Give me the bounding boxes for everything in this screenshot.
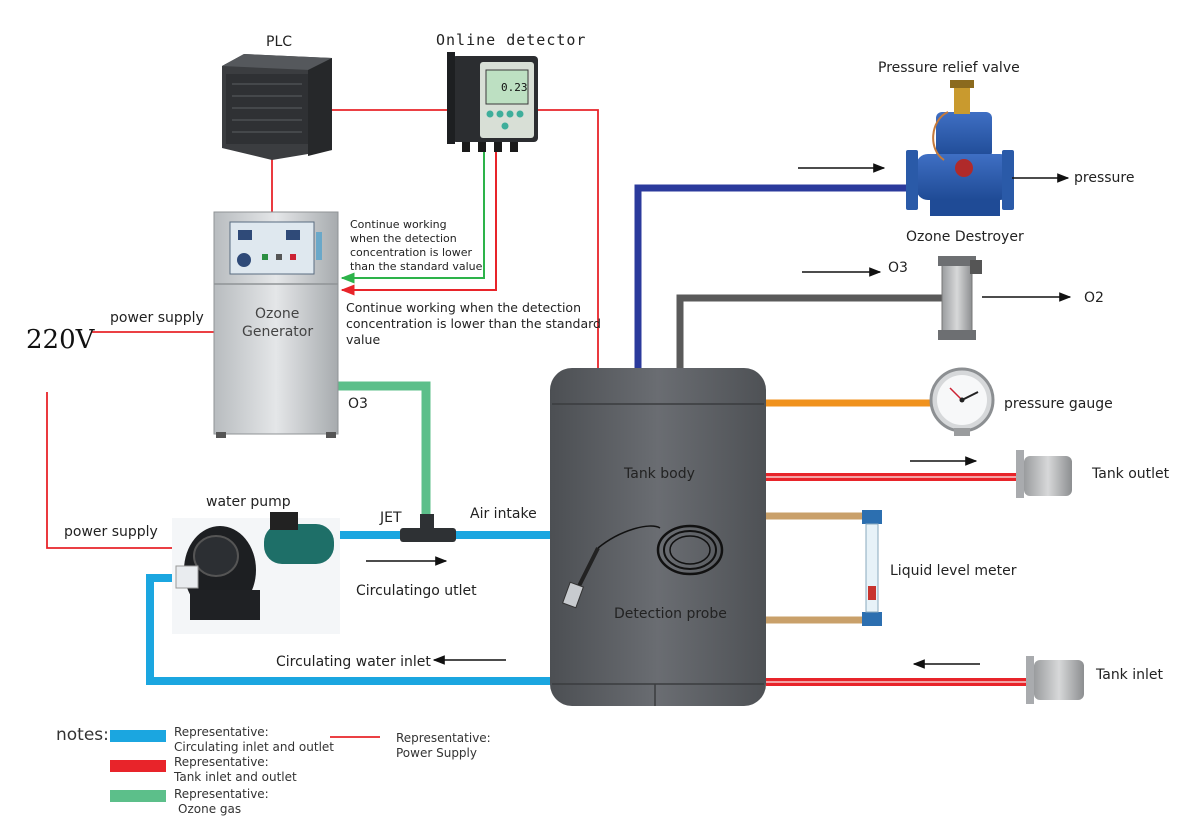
- water-pump-label: water pump: [206, 494, 291, 510]
- green-signal-line: [340, 150, 485, 284]
- red-signal-line: [340, 150, 497, 296]
- ozone-gas-label: O3: [348, 396, 368, 412]
- ozone-destroyer-pipe: [676, 294, 946, 370]
- detection-probe: [562, 524, 724, 609]
- water-pump: [172, 512, 340, 634]
- red-signal-note: Continue working when the detection conc…: [346, 300, 605, 347]
- pressure-relief-valve-label: Pressure relief valve: [878, 60, 1020, 76]
- power-supply-label-bottom: power supply: [64, 524, 158, 540]
- power-supply-label-top: power supply: [110, 310, 204, 326]
- legend-title: notes:: [56, 725, 109, 745]
- o2-out-label: O2: [1084, 290, 1104, 306]
- tank-outlet-label: Tank outlet: [1091, 466, 1170, 482]
- air-intake-label: Air intake: [470, 506, 537, 522]
- circulating-inlet-pipe: [146, 574, 552, 685]
- ozone-destroyer-label: Ozone Destroyer: [906, 229, 1024, 245]
- legend-swatch-tank: [110, 760, 166, 772]
- jet-label: JET: [379, 510, 402, 526]
- online-detector-label: Online detector: [436, 31, 586, 49]
- legend-item-power: Representative: Power Supply: [396, 731, 495, 760]
- pressure-gauge: [929, 367, 995, 436]
- legend-item-tank: Representative: Tank inlet and outlet: [173, 755, 297, 784]
- green-signal-note: Continue working when the detection conc…: [350, 218, 483, 273]
- plc-label: PLC: [266, 34, 292, 50]
- ozone-generator-label-line2: Generator: [242, 324, 313, 340]
- jet-injector: [400, 514, 456, 542]
- tank-outlet-fitting: [1016, 450, 1072, 498]
- level-meter-pipes: [766, 512, 862, 624]
- circulating-outlet-label: Circulatingo utlet: [356, 583, 477, 599]
- pressure-relief-pipe: [634, 184, 912, 370]
- ozone-destroyer: [938, 256, 982, 340]
- tank-body: [550, 368, 766, 706]
- legend-swatch-ozone: [110, 790, 166, 802]
- tank-body-label: Tank body: [623, 466, 695, 482]
- circulating-inlet-label: Circulating water inlet: [276, 654, 431, 670]
- pressure-label: pressure: [1074, 170, 1134, 186]
- plc-device: [222, 54, 332, 160]
- online-detector-device: 0.23: [447, 52, 538, 152]
- ozone-generator: [213, 211, 339, 438]
- pressure-gauge-label: pressure gauge: [1004, 396, 1113, 412]
- liquid-level-meter: [862, 510, 882, 626]
- ozone-generator-label-line1: Ozone: [255, 306, 299, 322]
- tank-inlet-fitting: [1026, 656, 1084, 704]
- legend: notes: Representative: Circulating inlet…: [56, 725, 495, 816]
- liquid-level-meter-label: Liquid level meter: [890, 563, 1017, 579]
- pressure-relief-valve: [906, 80, 1014, 216]
- legend-item-circulating: Representative: Circulating inlet and ou…: [174, 725, 334, 754]
- o3-in-label: O3: [888, 260, 908, 276]
- tank-inlet-label: Tank inlet: [1095, 667, 1164, 683]
- power-supply-lines: [46, 109, 599, 549]
- ozone-gas-pipe: [338, 381, 431, 516]
- legend-swatch-circulating: [110, 730, 166, 742]
- detection-probe-label: Detection probe: [614, 606, 727, 622]
- detector-reading: 0.23: [501, 81, 528, 94]
- legend-item-ozone: Representative: Ozone gas: [174, 787, 273, 816]
- voltage-label: 220V: [26, 325, 96, 355]
